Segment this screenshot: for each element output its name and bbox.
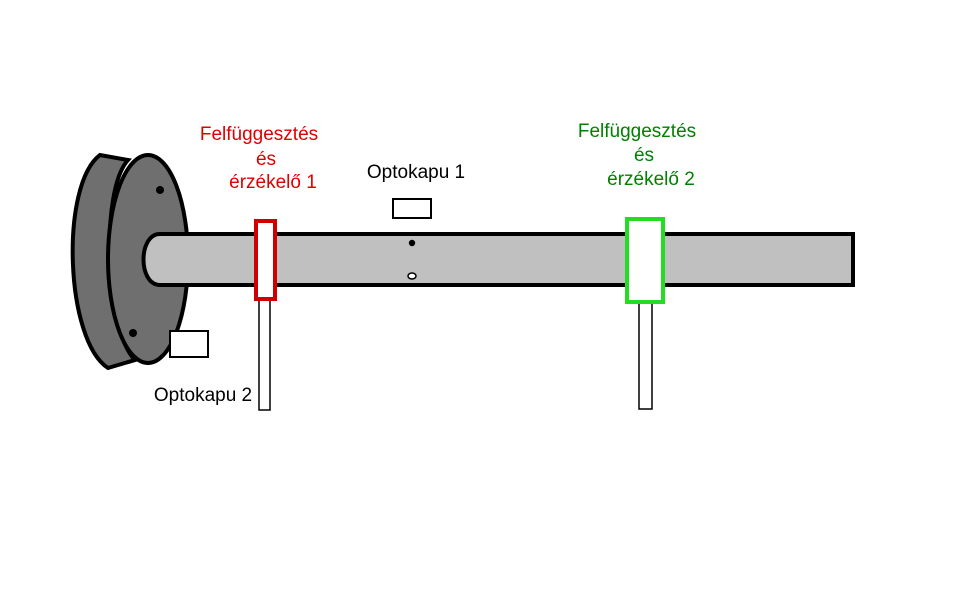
sensor2-post <box>638 302 653 410</box>
shaft <box>141 232 855 287</box>
sensor1-label-line3: érzékelő 1 <box>229 172 317 193</box>
sensor1-label: Felfüggesztés és érzékelő 1 <box>200 124 318 193</box>
sensor2-label-line2: és <box>634 145 654 166</box>
optogate2-label: Optokapu 2 <box>154 385 252 406</box>
shaft-marker-dot <box>408 239 416 247</box>
sensor2-clamp <box>625 217 665 304</box>
sensor2-label: Felfüggesztés és érzékelő 2 <box>578 121 696 190</box>
sensor2 <box>625 217 665 410</box>
sensor1-post <box>258 298 271 411</box>
sensor1-clamp <box>254 219 277 301</box>
sensor1-label-line1: Felfüggesztés <box>200 124 318 145</box>
optogate1-label: Optokapu 1 <box>367 162 465 183</box>
shaft-body <box>141 232 855 287</box>
sensor1 <box>254 219 277 411</box>
flange-bolt-bottom <box>129 329 137 337</box>
shaft-marker-hole <box>407 272 417 280</box>
sensor2-label-line1: Felfüggesztés <box>578 121 696 142</box>
flange-bolt-top <box>156 186 164 194</box>
optogate1-box <box>392 198 432 219</box>
optogate2-box <box>169 330 209 358</box>
sensor2-label-line3: érzékelő 2 <box>607 169 695 190</box>
sensor1-label-line2: és <box>256 149 276 170</box>
